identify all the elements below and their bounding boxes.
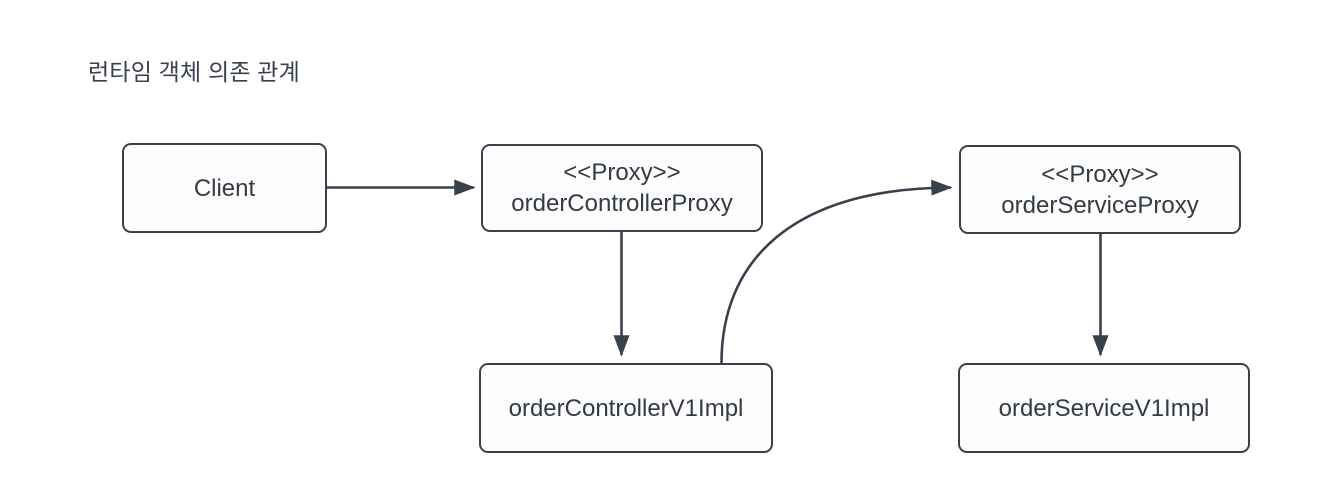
node-order-controller-proxy-label: orderControllerProxy [511,190,733,217]
node-order-service-proxy-label: orderServiceProxy [1001,191,1199,219]
diagram-title: 런타임 객체 의존 관계 [88,59,301,85]
node-order-controller-v1-impl-label: orderControllerV1Impl [508,394,744,422]
node-order-controller-v1-impl[interactable]: orderControllerV1Impl [479,363,773,453]
node-order-controller-proxy[interactable]: <<Proxy>> orderControllerProxy [481,144,763,232]
node-order-service-proxy[interactable]: <<Proxy>> orderServiceProxy [959,145,1241,234]
node-client-label: Client [193,174,256,202]
node-order-service-v1-impl-label: orderServiceV1Impl [998,394,1210,422]
node-client[interactable]: Client [122,143,327,233]
node-order-service-proxy-stereotype: <<Proxy>> [1041,160,1159,188]
node-order-controller-proxy-stereotype: <<Proxy>> [563,159,681,186]
node-order-service-v1-impl[interactable]: orderServiceV1Impl [958,363,1250,453]
